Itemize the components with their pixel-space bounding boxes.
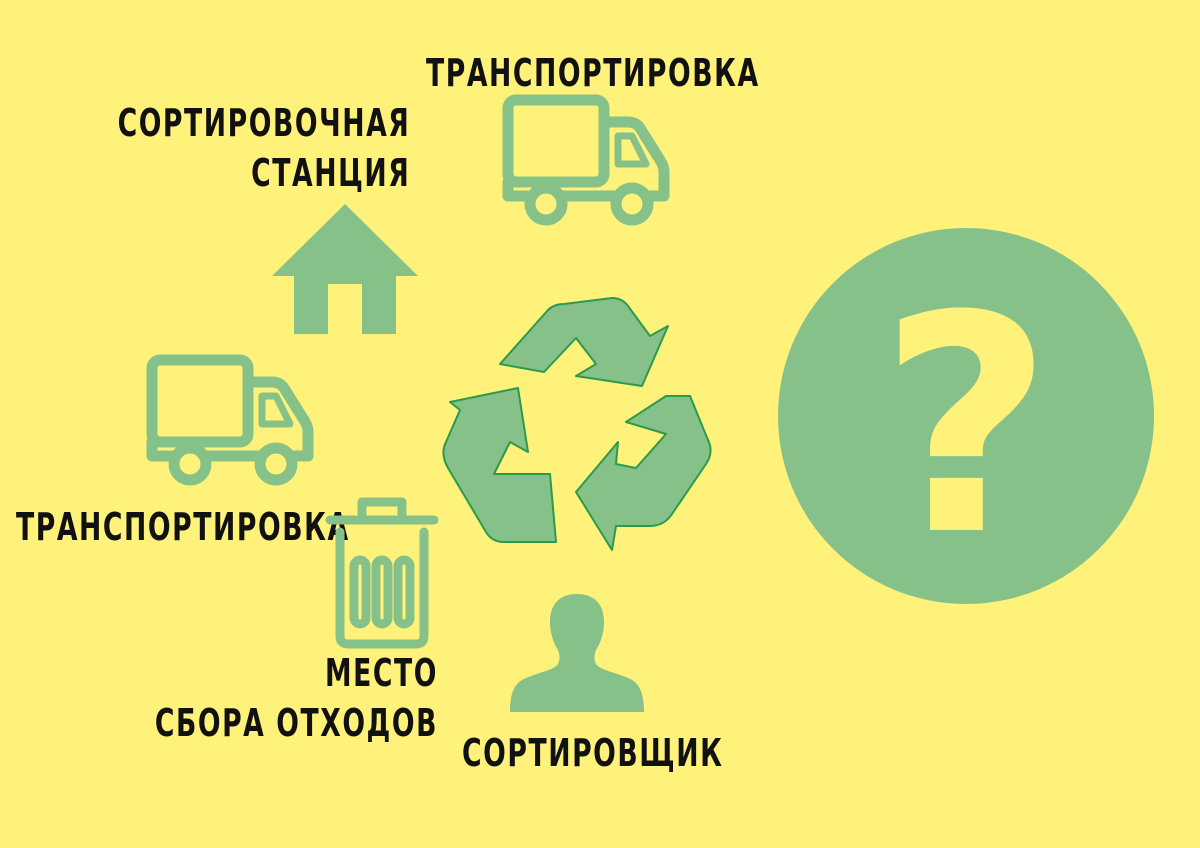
- label-sorting-station: СОРТИРОВОЧНАЯ СТАНЦИЯ: [117, 98, 410, 198]
- label-transport-top: ТРАНСПОРТИРОВКА: [426, 51, 760, 95]
- truck-icon-top: [502, 94, 670, 226]
- label-sorting-station-line2: СТАНЦИЯ: [250, 151, 410, 195]
- question-circle-icon: ?: [778, 228, 1154, 604]
- label-collection-point: МЕСТО СБОРА ОТХОДОВ: [155, 648, 438, 748]
- label-collection-point-line1: МЕСТО: [325, 651, 438, 695]
- question-mark-glyph: ?: [879, 252, 1053, 601]
- truck-icon-left: [146, 354, 314, 486]
- label-sorter: СОРТИРОВЩИК: [462, 731, 724, 775]
- recycle-icon: [442, 297, 712, 551]
- label-sorting-station-line1: СОРТИРОВОЧНАЯ: [117, 101, 410, 145]
- label-transport-left: ТРАНСПОРТИРОВКА: [16, 505, 350, 549]
- person-icon: [510, 594, 644, 712]
- house-icon: [272, 204, 418, 334]
- label-collection-point-line2: СБОРА ОТХОДОВ: [154, 701, 438, 745]
- trash-bin-icon: [325, 497, 439, 649]
